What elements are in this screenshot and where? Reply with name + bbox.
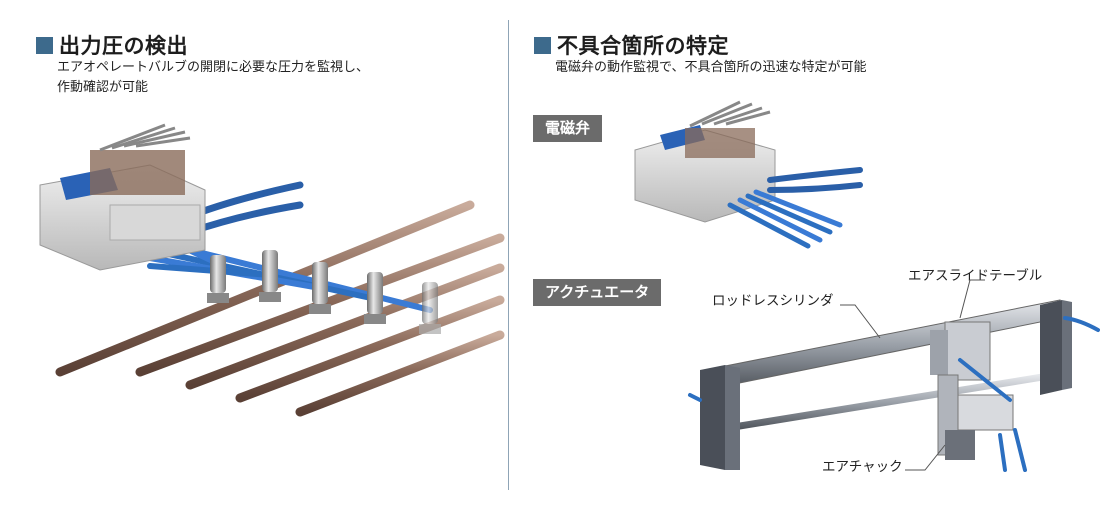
callout-line-slide-table xyxy=(959,279,985,319)
copper-pipe xyxy=(235,295,505,403)
left-heading-text: 出力圧の検出 xyxy=(59,34,188,58)
left-description: エアオペレートバルブの開閉に必要な圧力を監視し、 作動確認が可能 xyxy=(57,58,369,98)
actuator-assembly xyxy=(688,299,1100,472)
left-heading: 出力圧の検出 xyxy=(36,30,188,60)
left-desc-line2: 作動確認が可能 xyxy=(57,80,149,95)
callout-line-chuck xyxy=(905,444,946,471)
label-air-slide-table: エアスライドテーブル xyxy=(908,268,1043,284)
right-description: 電磁弁の動作監視で、不具合箇所の迅速な特定が可能 xyxy=(555,60,867,75)
right-heading-text: 不具合箇所の特定 xyxy=(557,34,729,58)
section-divider xyxy=(508,20,509,490)
left-desc-line1: エアオペレートバルブの開閉に必要な圧力を監視し、 xyxy=(57,60,370,75)
callout-line-rodless xyxy=(840,304,881,339)
heading-square-icon xyxy=(36,37,53,54)
pressure-switches xyxy=(207,250,441,334)
solenoid-valve-manifold xyxy=(634,100,863,249)
label-air-chuck: エアチャック xyxy=(822,459,903,475)
right-heading: 不具合箇所の特定 xyxy=(534,30,729,60)
copper-pipe xyxy=(185,263,505,390)
tag-solenoid-valve: 電磁弁 xyxy=(533,115,603,142)
label-rodless-cylinder: ロッドレスシリンダ xyxy=(712,293,834,309)
tag-actuator: アクチュエータ xyxy=(533,279,662,306)
copper-pipe xyxy=(295,330,505,417)
callout-lines xyxy=(840,279,985,471)
valve-manifold-left xyxy=(39,123,206,271)
heading-square-icon xyxy=(534,37,551,54)
